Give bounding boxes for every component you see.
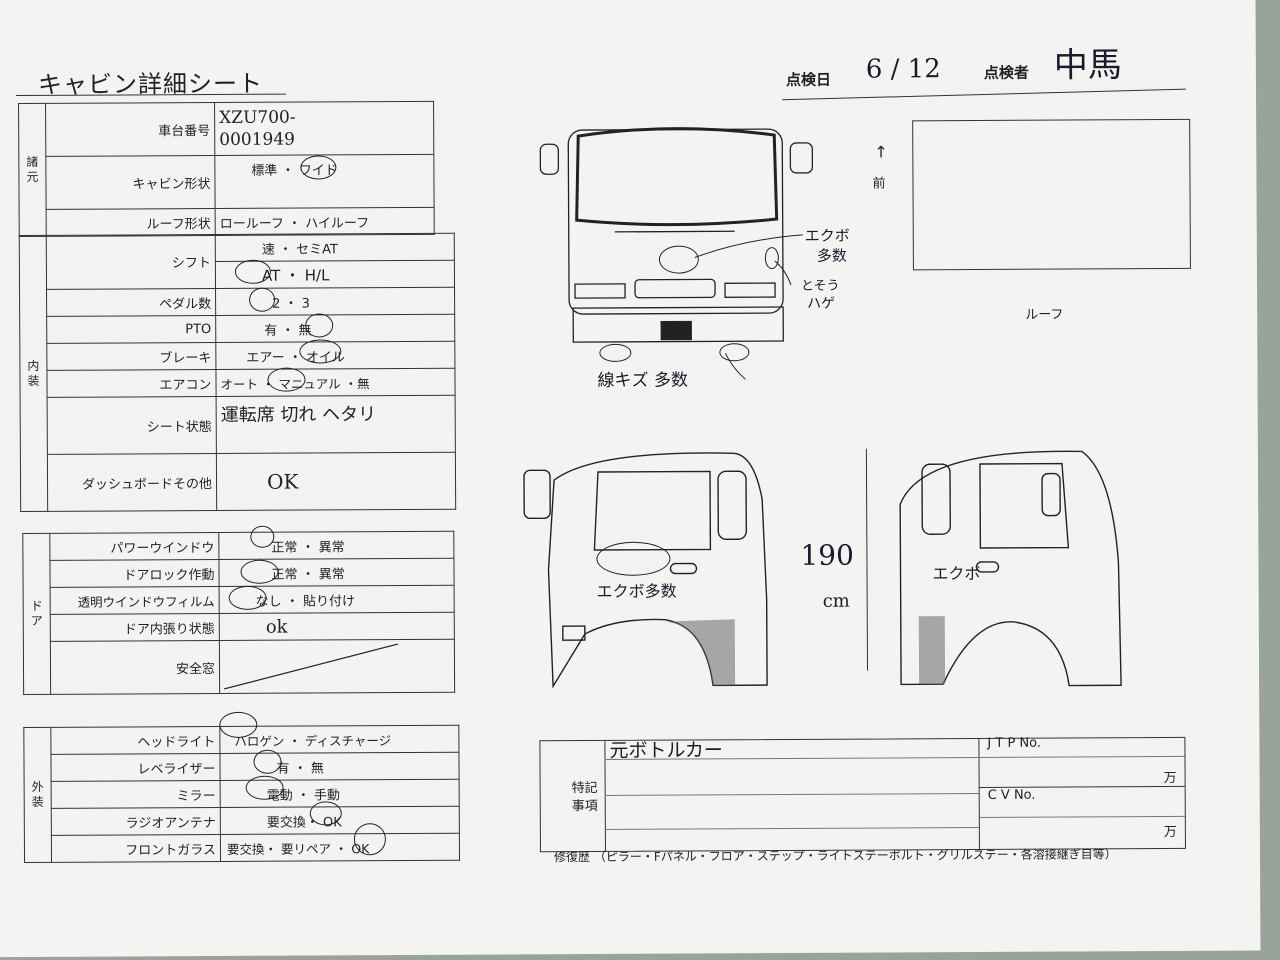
spec-label-roof-shape: ルーフ形状 — [46, 208, 216, 237]
interior-label-dashboard: ダッシュボードその他 — [47, 453, 217, 512]
inspection-date-label: 点検日 — [785, 70, 832, 89]
height-value[interactable]: 190 — [800, 538, 854, 572]
spec-label-cabin-shape: キャビン形状 — [45, 155, 216, 210]
circle-wide — [300, 155, 337, 180]
circle-leveler-yes — [253, 749, 282, 774]
circle-oil — [299, 339, 342, 364]
ext-label-mirror: ミラー — [51, 780, 221, 809]
roof-box[interactable] — [912, 118, 1191, 271]
roof-label: ルーフ — [1025, 307, 1064, 323]
ext-label-windshield: フロントガラス — [51, 834, 221, 863]
jtp-unit: 万 — [1163, 770, 1177, 787]
specs-group-label: 諸元 — [18, 103, 47, 237]
interior-group-label: 内装 — [19, 235, 48, 512]
front-note-dent: エクボ — [804, 226, 850, 245]
interior-value-seat[interactable]: 運転席 切れ ヘタリ — [216, 395, 456, 454]
circle-lock-normal — [240, 559, 279, 584]
circle-pedal-2 — [249, 287, 276, 312]
door-label-safety-window: 安全窓 — [50, 640, 220, 695]
door-label-window-film: 透明ウインドウフィルム — [50, 586, 220, 615]
spec-value-chassis[interactable]: XZU700- 0001949 — [214, 101, 434, 156]
remarks-label: 特記 事項 — [571, 780, 598, 815]
circle-film-none — [228, 585, 267, 610]
exterior-table: 外装 ヘッドライト ハロゲン ・ ディスチャージ レベライザー 有 ・ 無 ミラ… — [23, 725, 460, 863]
safety-window-strike — [223, 643, 399, 690]
interior-label-aircon: エアコン — [46, 369, 217, 398]
inspection-date[interactable]: 6 / 12 — [865, 54, 941, 85]
interior-label-seat: シート状態 — [47, 396, 217, 455]
repair-history: 修復歴 （ピラー・Fパネル・フロア・ステップ・ライトステーボルト・グリルステー・… — [553, 847, 1117, 865]
door-value-safety-window[interactable] — [219, 639, 455, 694]
bumper-mark-1 — [599, 343, 632, 362]
ext-label-leveler: レベライザー — [50, 753, 221, 782]
inspector-name[interactable]: 中馬 — [1053, 45, 1122, 86]
height-dimension-line — [865, 448, 869, 671]
cv-label: C V No. — [987, 787, 1036, 803]
circle-electric — [245, 775, 284, 800]
door-value-door-trim[interactable]: ok — [219, 612, 455, 641]
ext-label-headlight: ヘッドライト — [50, 726, 220, 755]
spec-label-chassis: 車台番号 — [45, 102, 215, 157]
truck-right-side-view — [899, 450, 1122, 687]
ext-value-windshield[interactable]: 要交換・ 要リペア ・ OK — [220, 833, 460, 862]
front-arrow-label: 前 — [872, 176, 886, 192]
circle-windshield-ok — [353, 823, 386, 856]
door-label-power-window: パワーウインドウ — [49, 532, 219, 561]
ext-label-antenna: ラジオアンテナ — [51, 807, 221, 836]
cv-unit: 万 — [1163, 824, 1177, 841]
interior-value-dashboard[interactable]: OK — [216, 452, 456, 511]
inspector-label: 点検者 — [983, 63, 1029, 82]
circle-antenna-ok — [309, 801, 342, 826]
circle-at — [234, 259, 271, 284]
interior-value-aircon[interactable]: オート ・ マニュアル ・無 — [215, 368, 456, 397]
remarks-text[interactable]: 元ボトルカー — [609, 739, 723, 762]
circle-halogen — [219, 711, 258, 738]
circle-pto-none — [305, 313, 334, 338]
bumper-note: 線キズ 多数 — [597, 370, 688, 391]
front-note-paint: とそう — [800, 278, 840, 294]
jtp-label: J T P No. — [987, 735, 1042, 751]
interior-label-brake: ブレーキ — [46, 342, 216, 371]
interior-label-shift: シフト — [46, 234, 216, 290]
front-note-many: 多数 — [816, 246, 847, 265]
side-note-dents: エクボ多数 — [596, 581, 677, 601]
door-table: ドア パワーウインドウ 正常 ・ 異常 ドアロック作動 正常 ・ 異常 透明ウイ… — [22, 531, 455, 695]
height-unit: cm — [822, 590, 850, 612]
circle-manual — [267, 367, 306, 392]
interior-label-pedals: ペダル数 — [46, 288, 216, 317]
side-note-dent: エクボ — [932, 563, 981, 584]
interior-value-shift[interactable]: 速 ・ セミAT — [215, 233, 455, 262]
door-label-door-trim: ドア内張り状態 — [50, 613, 220, 642]
interior-value-pto[interactable]: 有 ・ 無 — [215, 314, 455, 343]
front-leader-lines — [694, 234, 803, 380]
header-underline — [782, 88, 1186, 101]
truck-front-view — [539, 127, 814, 343]
circle-pw-normal — [250, 525, 275, 548]
front-note-peel: ハゲ — [807, 295, 836, 312]
specs-table: 諸元 車台番号 XZU700- 0001949 キャビン形状 標準 ・ ワイド … — [18, 101, 435, 237]
front-arrow-icon: ↑ — [874, 142, 888, 162]
truck-left-side-view — [523, 452, 768, 689]
interior-label-pto: PTO — [46, 315, 216, 344]
door-label-door-lock: ドアロック作動 — [49, 559, 220, 588]
spec-value-roof-shape[interactable]: ロールーフ ・ ハイルーフ — [215, 207, 435, 236]
door-group-label: ドア — [22, 533, 51, 695]
exterior-group-label: 外装 — [23, 727, 52, 863]
